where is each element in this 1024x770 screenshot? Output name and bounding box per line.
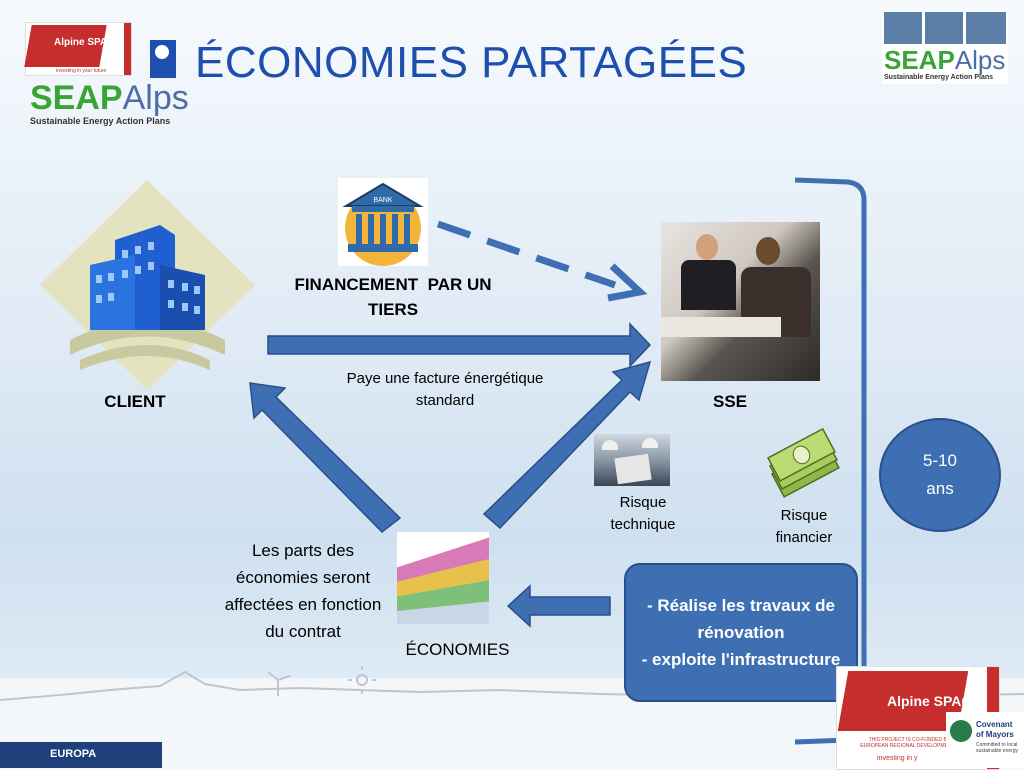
business-people-photo [661, 222, 820, 381]
seap-alps-logo-right: SEAPAlps Sustainable Energy Action Plans [882, 12, 1008, 84]
risque-technique-label: Risque technique [610, 494, 676, 533]
bottom-left-logo-strip: EUROPA [0, 742, 162, 768]
exploite-line: - exploite l'infrastructure [641, 650, 841, 669]
seap-text: SEAP [884, 45, 955, 75]
europa-label: EUROPA [50, 748, 97, 760]
bank-icon: BANK [338, 178, 428, 266]
seap-subtitle: Sustainable Energy Action Plans [884, 74, 994, 81]
duration-value: 5-10 [922, 451, 958, 470]
windmill-icon [267, 671, 291, 696]
covenant-label: Covenant of Mayors [976, 720, 1014, 739]
alps-text: Alps [122, 79, 189, 117]
box-to-economies-arrow [506, 584, 611, 628]
parts-label: Les parts des économies seront affectées… [224, 541, 382, 641]
economies-to-client-arrow [249, 382, 402, 534]
alpine-space-note: THIS PROJECT IS CO-FUNDED BY THE EUROPEA… [860, 737, 970, 749]
alps-text: Alps [954, 45, 1006, 75]
building-icon [40, 180, 255, 390]
financement-label: FINANCEMENT PAR UN TIERS [294, 275, 497, 319]
alpine-space-label: Alpine SPACE [887, 693, 981, 709]
client-to-sse-arrow [267, 322, 652, 368]
covenant-emblem-icon [950, 720, 972, 742]
client-label: CLIENT [104, 392, 166, 411]
banknotes-photo [397, 532, 489, 624]
money-icon [766, 427, 840, 498]
alpine-space-tagline: investing in y [877, 755, 918, 762]
seap-text: SEAP [30, 79, 123, 117]
sse-label: SSE [712, 392, 748, 411]
engineers-photo [594, 434, 670, 486]
covenant-of-mayors-logo: Covenant of Mayors Committed to local su… [946, 712, 1024, 768]
sse-actions-box: - Réalise les travaux de rénovation - ex… [624, 563, 858, 702]
economies-label: ÉCONOMIES [405, 640, 510, 659]
risque-financier-label: Risque financier [775, 507, 833, 546]
seap-subtitle: Sustainable Energy Action Plans [30, 116, 171, 126]
alpine-space-logo: Alpine SPACE investing in your future [24, 22, 132, 76]
realise-line: - Réalise les travaux de rénovation [646, 596, 836, 642]
economies-to-sse-arrow [482, 360, 652, 530]
bank-sign: BANK [373, 197, 392, 204]
seap-alps-logo-left: SEAPAlps Sustainable Energy Action Plans [30, 80, 189, 126]
page-title: ÉCONOMIES PARTAGÉES [195, 38, 748, 87]
sun-icon [348, 666, 376, 694]
alpine-space-label: Alpine SPACE [54, 37, 122, 48]
dashed-arrow [436, 220, 648, 302]
alpine-space-tagline: investing in your future [56, 68, 107, 74]
duration-unit: ans [926, 479, 954, 498]
duration-circle: 5-10 ans [879, 418, 1001, 532]
sun-logo-icon [150, 40, 176, 78]
paye-label: Paye une facture énergétique standard [346, 370, 544, 409]
covenant-sublabel: Committed to local sustainable energy [976, 742, 1018, 754]
